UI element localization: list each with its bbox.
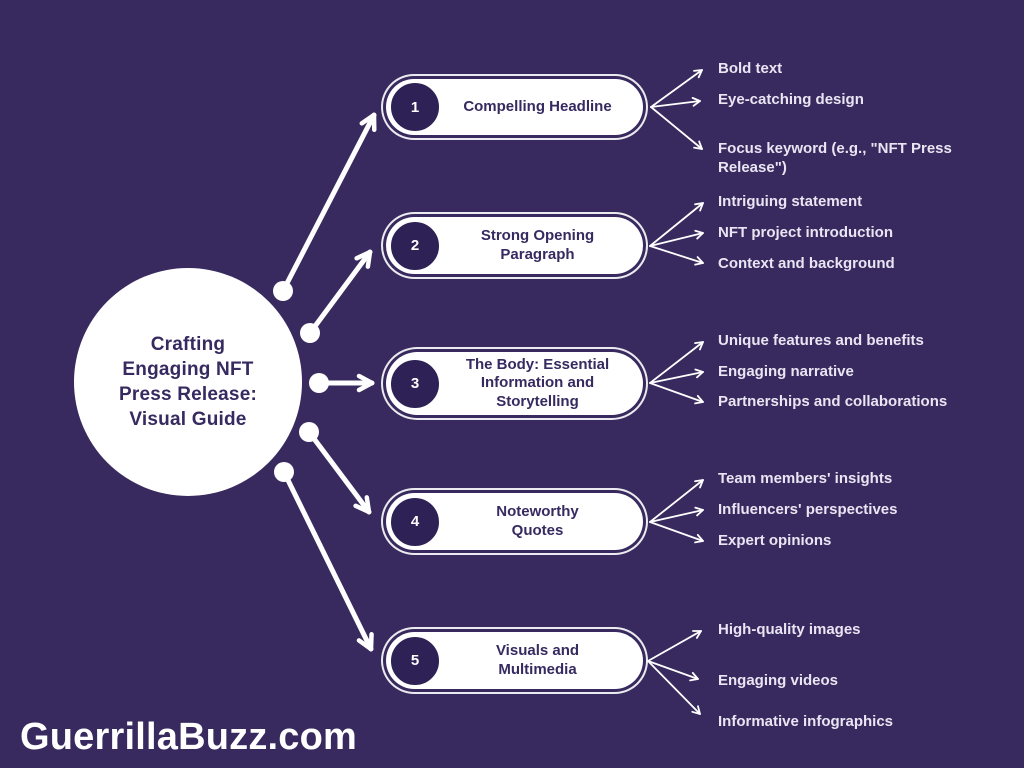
leaf-item: Engaging videos bbox=[718, 672, 839, 689]
step-pill-4: 4 Noteworthy Quotes bbox=[386, 493, 643, 550]
leaf-item: Focus keyword (e.g., "NFT Press Release"… bbox=[718, 140, 952, 176]
leaf-item: Bold text bbox=[718, 60, 783, 77]
branch-origin-dots bbox=[273, 281, 329, 482]
step-pill-1: 1 Compelling Headline bbox=[386, 79, 643, 135]
leaf-item: Partnerships and collaborations bbox=[718, 393, 948, 410]
step-pill-2: 2 Strong Opening Paragraph bbox=[386, 217, 643, 274]
step-number-badge: 5 bbox=[388, 633, 442, 688]
central-topic-circle: Crafting Engaging NFT Press Release: Vis… bbox=[74, 268, 302, 496]
step-label: Visuals and Multimedia bbox=[495, 642, 580, 678]
leaf-item: NFT project introduction bbox=[718, 224, 893, 241]
leaf-item: Unique features and benefits bbox=[718, 332, 924, 349]
branch-arrows bbox=[280, 112, 377, 652]
central-topic-title: Crafting Engaging NFT Press Release: Vis… bbox=[118, 333, 257, 431]
step-label: Noteworthy Quotes bbox=[496, 503, 579, 539]
leaf-item: High-quality images bbox=[718, 621, 861, 638]
step-pill-3: 3 The Body: Essential Information and St… bbox=[386, 352, 643, 415]
leaf-item: Expert opinions bbox=[718, 532, 832, 549]
step-label: The Body: Essential Information and Stor… bbox=[465, 356, 610, 410]
step-number-badge: 1 bbox=[388, 80, 442, 134]
leaf-item: Influencers' perspectives bbox=[718, 501, 898, 518]
leaf-fan-arrows bbox=[647, 69, 704, 715]
leaf-item: Engaging narrative bbox=[718, 363, 854, 380]
leaf-item: Informative infographics bbox=[718, 713, 894, 730]
step-label: Strong Opening Paragraph bbox=[480, 227, 595, 263]
leaf-item: Context and background bbox=[718, 255, 895, 272]
leaf-item: Intriguing statement bbox=[718, 193, 863, 210]
step-label: Compelling Headline bbox=[463, 97, 612, 115]
leaf-item: Eye-catching design bbox=[718, 91, 864, 108]
step-number-badge: 3 bbox=[388, 356, 442, 411]
guerrillabuzz-wordmark: GuerrillaBuzz.com bbox=[20, 716, 358, 758]
leaf-item: Team members' insights bbox=[718, 470, 893, 487]
step-number-badge: 4 bbox=[388, 494, 442, 549]
step-pill-5: 5 Visuals and Multimedia bbox=[386, 632, 643, 689]
step-number-badge: 2 bbox=[388, 218, 442, 273]
